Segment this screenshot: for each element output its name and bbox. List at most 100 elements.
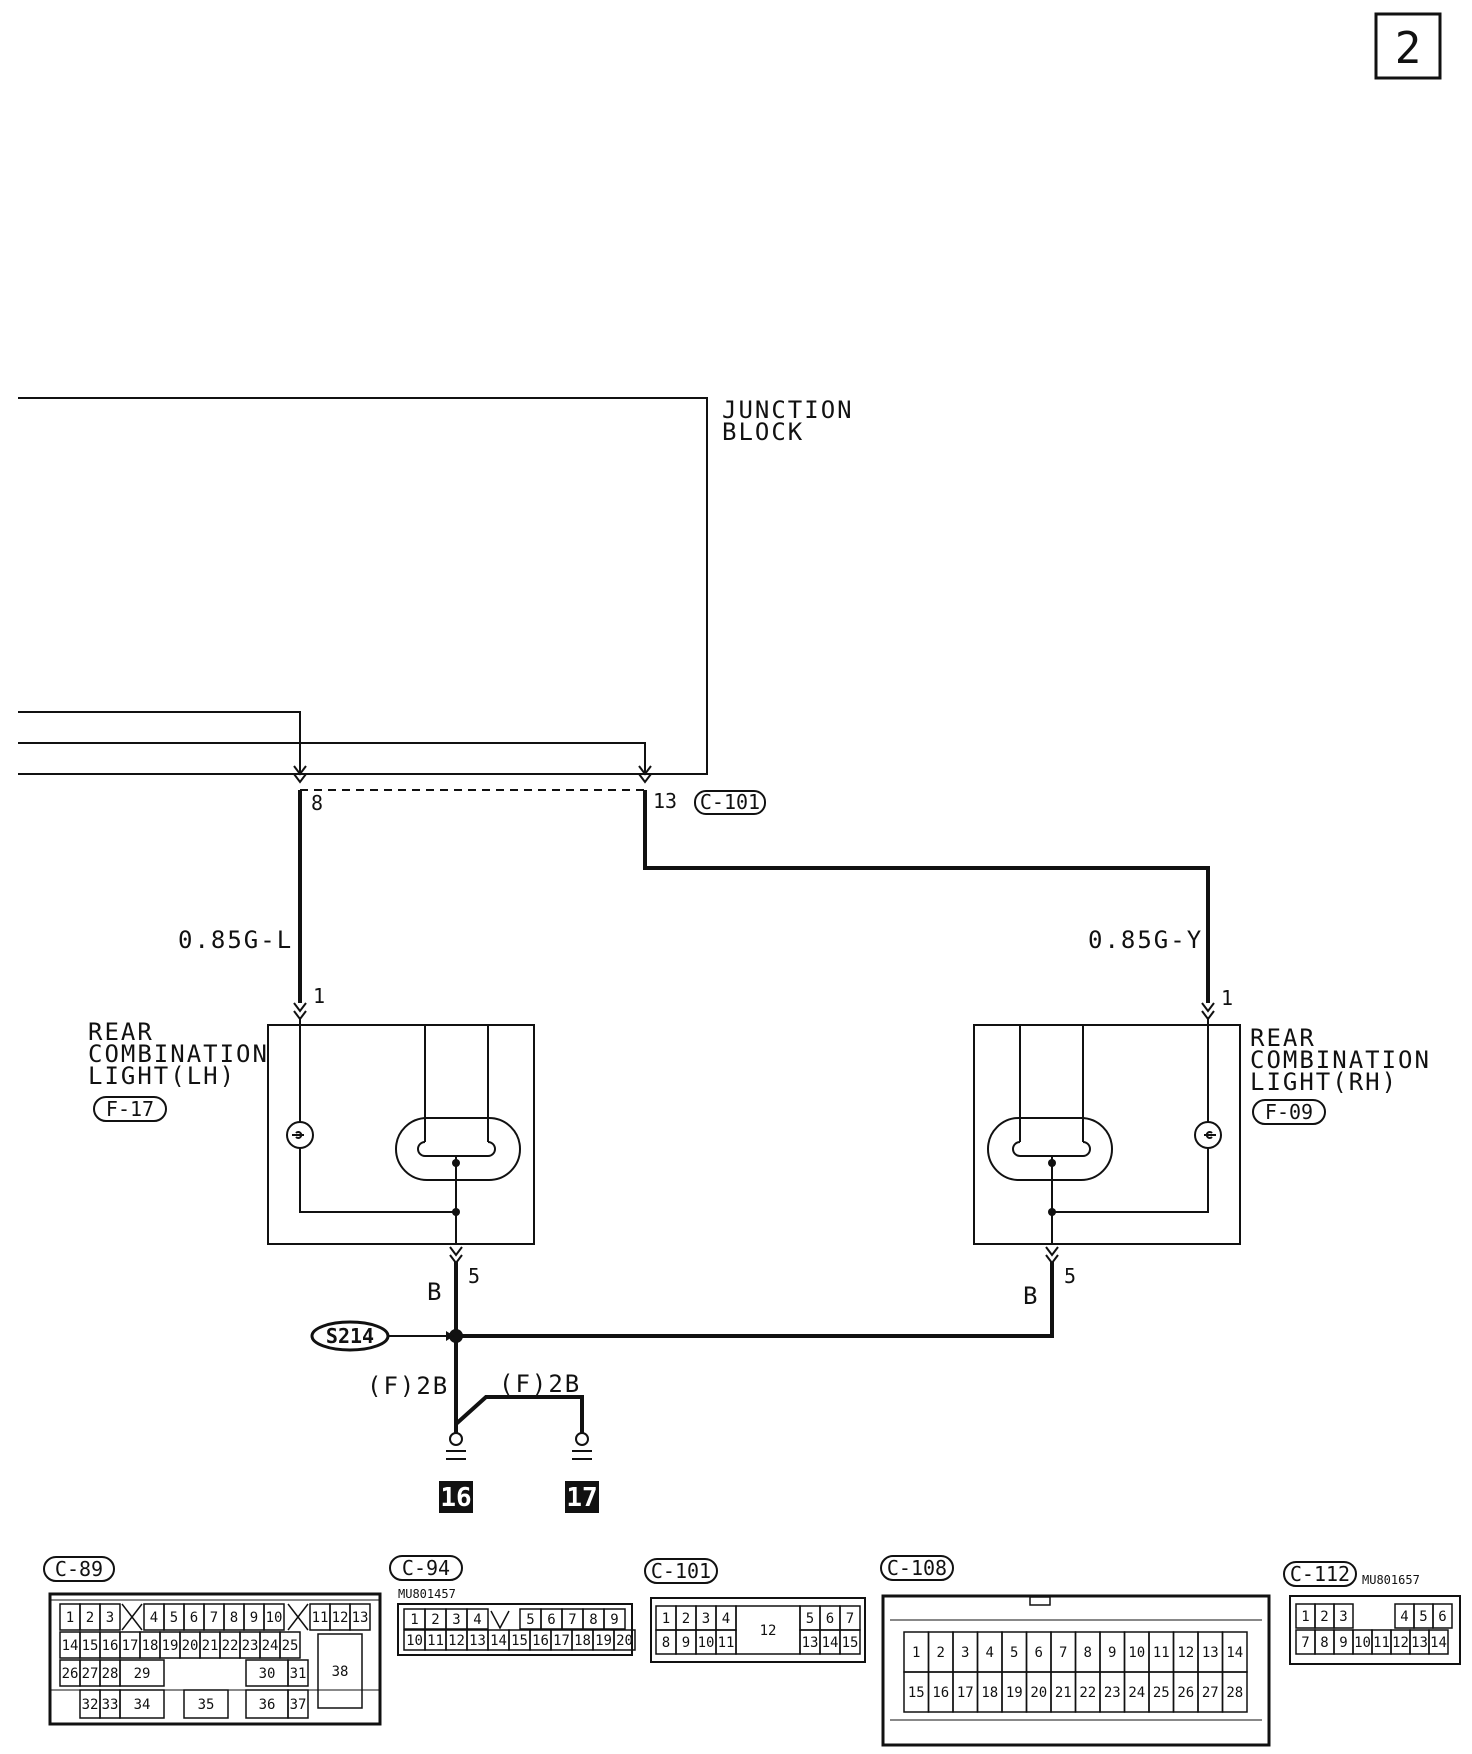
connector-pin-number: 31: [290, 1666, 307, 1682]
connector-pin-cell: [287, 1659, 309, 1687]
connector-pin-cell: [317, 1633, 363, 1709]
connector-pin-number: 8: [1084, 1645, 1092, 1661]
ground-wiring: B B (F)2B (F)2B S214 16 17: [310, 1262, 1054, 1513]
connector-pin-cell: [1428, 1629, 1449, 1655]
rh-pin-5: 5: [1064, 1264, 1076, 1288]
c108-label: C-108: [887, 1556, 947, 1580]
connector-pin-number: 9: [1339, 1635, 1347, 1651]
lh-light-label-2: COMBINATION: [88, 1040, 269, 1068]
connector-pin-number: 37: [290, 1697, 307, 1713]
connector-pin-cell: [263, 1603, 285, 1631]
connector-pin-number: 10: [406, 1633, 423, 1649]
connector-pin-cell: [613, 1629, 636, 1651]
connector-pin-number: 11: [718, 1635, 735, 1651]
connector-pin-number: 3: [702, 1611, 710, 1627]
connector-pin-number: 4: [722, 1611, 730, 1627]
junction-block-label-1: JUNCTION: [722, 396, 854, 424]
connector-pin-number: 9: [682, 1635, 690, 1651]
connector-pin-number: 7: [210, 1610, 218, 1626]
ground-label-lh: B: [427, 1278, 443, 1306]
connector-pin-number: 18: [574, 1633, 591, 1649]
connector-pin-number: 11: [1153, 1645, 1170, 1661]
lh-pin-1: 1: [313, 984, 325, 1008]
empty-cavity-mark: [121, 1603, 143, 1631]
connector-pin-number: 28: [1226, 1685, 1243, 1701]
rh-light-label-2: COMBINATION: [1250, 1046, 1431, 1074]
connector-pin-number: 20: [182, 1638, 199, 1654]
connector-pin-cell: [349, 1603, 371, 1631]
connector-pin-number: 3: [452, 1612, 460, 1628]
connector-pin-number: 3: [106, 1610, 114, 1626]
connector-pin-number: 13: [469, 1633, 486, 1649]
harness-wires: [298, 790, 1210, 1003]
connector-pin-number: 22: [222, 1638, 239, 1654]
connector-pin-number: 5: [806, 1611, 814, 1627]
connector-pin-number: 5: [1419, 1609, 1427, 1625]
connector-pin-number: 6: [547, 1612, 555, 1628]
connector-pin-number: 2: [937, 1645, 945, 1661]
connector-pin-number: 6: [1035, 1645, 1043, 1661]
connector-pin-number: 25: [282, 1638, 299, 1654]
connector-pin-number: 28: [102, 1666, 119, 1682]
connector-pin-number: 13: [1202, 1645, 1219, 1661]
connector-pin-number: 12: [760, 1623, 777, 1639]
connector-pin-number: 6: [826, 1611, 834, 1627]
splice-label: S214: [326, 1324, 374, 1348]
connector-pin-number: 35: [198, 1697, 215, 1713]
connector-pin-number: 6: [190, 1610, 198, 1626]
connector-pin-number: 7: [1301, 1635, 1309, 1651]
page-number-box: 2: [1374, 12, 1442, 80]
connector-pin-cell: [287, 1689, 309, 1719]
connector-pin-cell: [119, 1659, 165, 1687]
connector-pin-number: 24: [1128, 1685, 1145, 1701]
connector-pin-cell: [183, 1689, 229, 1719]
connector-pin-cell: [279, 1631, 301, 1659]
connector-pin-number: 8: [1320, 1635, 1328, 1651]
connector-pin-number: 5: [170, 1610, 178, 1626]
connector-pin-number: 1: [912, 1645, 920, 1661]
connector-pin-number: 1: [662, 1611, 670, 1627]
connector-pin-number: 13: [802, 1635, 819, 1651]
connector-pin-number: 7: [846, 1611, 854, 1627]
c89-label: C-89: [55, 1557, 103, 1581]
connector-pin-number: 36: [259, 1697, 276, 1713]
lh-light-label-1: REAR: [88, 1018, 154, 1046]
lh-pin-5: 5: [468, 1264, 480, 1288]
connector-pin-cell: [1432, 1603, 1453, 1629]
connector-pin-number: 10: [1354, 1635, 1371, 1651]
connector-pin-number: 16: [932, 1685, 949, 1701]
connector-pin-number: 2: [682, 1611, 690, 1627]
connector-pin-number: 32: [82, 1697, 99, 1713]
connector-pin-number: 2: [86, 1610, 94, 1626]
connector-pin-number: 12: [448, 1633, 465, 1649]
connector-pin-cell: [1221, 1671, 1248, 1713]
c94-label: C-94: [402, 1556, 450, 1580]
c94-part-number: MU801457: [398, 1587, 456, 1601]
connector-pin-number: 16: [102, 1638, 119, 1654]
connector-pin-number: 38: [332, 1664, 349, 1680]
connector-pin-number: 14: [1226, 1645, 1243, 1661]
rh-light-label-3: LIGHT(RH): [1250, 1068, 1398, 1096]
connector-f09-tag: F-09: [1265, 1100, 1313, 1124]
key-mark: [490, 1610, 510, 1630]
rh-pin-1: 1: [1221, 986, 1233, 1010]
connector-pin-number: 11: [1373, 1635, 1390, 1651]
connector-pin-cell: [466, 1608, 489, 1630]
connector-pin-number: 1: [1301, 1609, 1309, 1625]
connector-pin-number: 2: [1320, 1609, 1328, 1625]
connector-pin-number: 9: [250, 1610, 258, 1626]
connector-pin-number: 1: [410, 1612, 418, 1628]
connector-pin-number: 19: [162, 1638, 179, 1654]
connector-pin-number: 8: [230, 1610, 238, 1626]
connector-pin-number: 8: [662, 1635, 670, 1651]
connector-pin-number: 1: [66, 1610, 74, 1626]
rh-light-label-1: REAR: [1250, 1024, 1316, 1052]
connector-pin-number: 17: [553, 1633, 570, 1649]
connector-pin-number: 12: [1177, 1645, 1194, 1661]
connector-c101-tag: C-101: [700, 790, 760, 814]
connector-pin-number: 4: [1400, 1609, 1408, 1625]
ground-label-a: (F)2B: [367, 1372, 449, 1400]
connector-pin-number: 21: [1055, 1685, 1072, 1701]
